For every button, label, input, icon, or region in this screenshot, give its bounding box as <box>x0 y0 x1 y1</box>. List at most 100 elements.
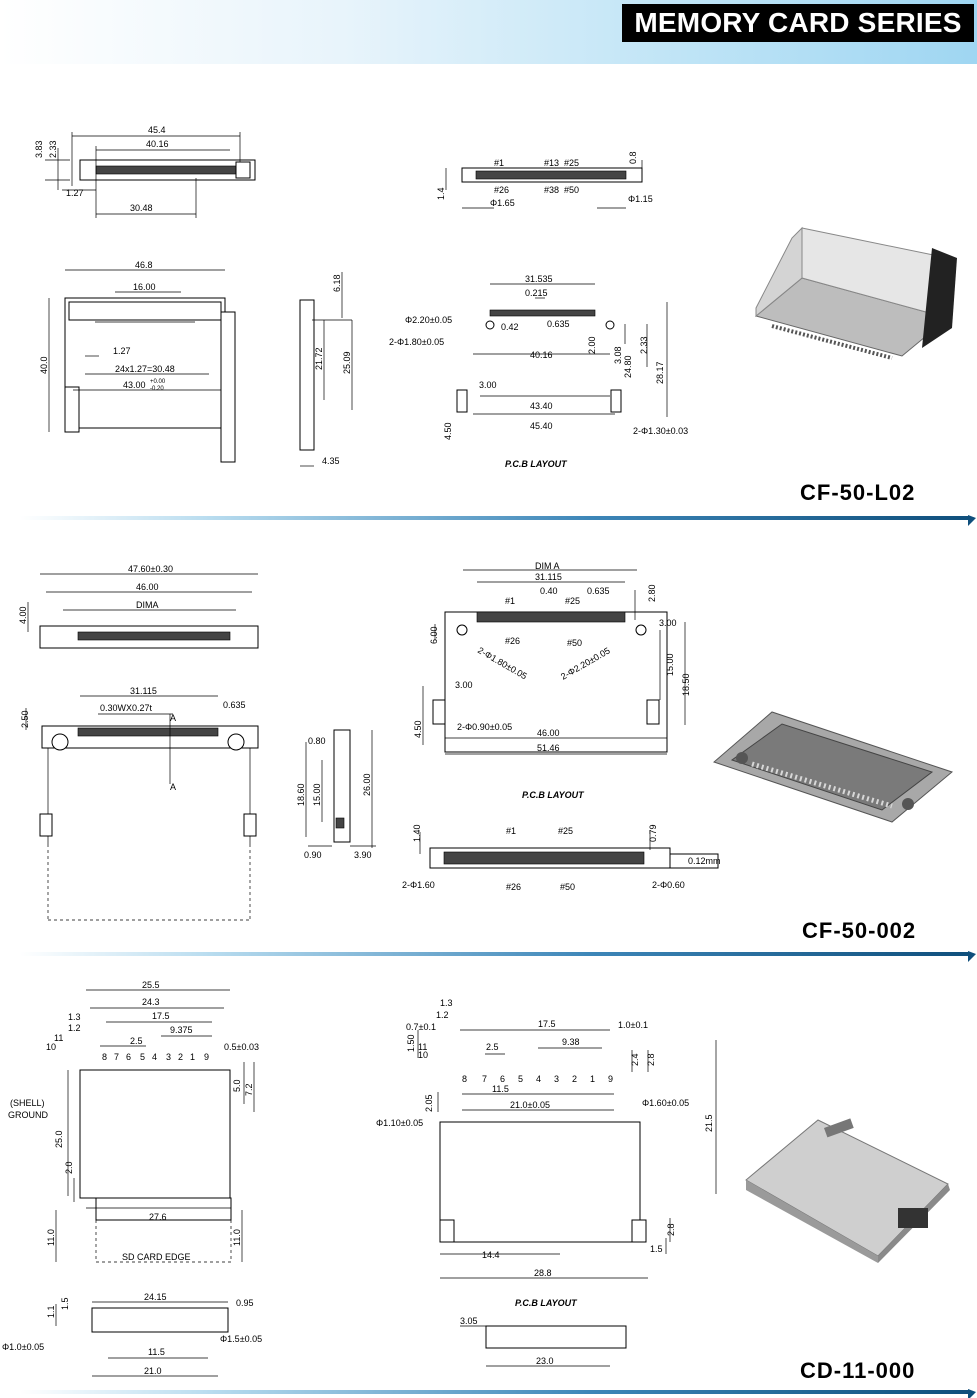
pin-number: 3 <box>554 1074 559 1084</box>
pin-number: 5 <box>518 1074 523 1084</box>
cd-product-photo <box>745 1118 950 1263</box>
dim-text: A <box>170 782 176 792</box>
dim-text: 0.635 <box>547 319 570 329</box>
dim-text: 2-Φ0.90±0.05 <box>457 722 512 732</box>
dim-text: 11.0 <box>232 1229 242 1246</box>
dim-text: 11.0 <box>46 1229 56 1246</box>
page-title: MEMORY CARD SERIES <box>622 4 974 42</box>
dim-text: 11.5 <box>148 1347 165 1357</box>
dim-text: 2.33 <box>639 336 649 354</box>
cf-002-pcb-layout-drawing: DIM A 31.115 0.40 0.635 2.80 #1 #25 3.00… <box>413 561 691 755</box>
dim-text: 2-Φ0.60 <box>652 880 685 890</box>
cf-l02-side-view-drawing: 6.18 21.72 25.09 4.35 <box>299 272 353 467</box>
pin-label: #13 <box>544 158 559 168</box>
section-divider <box>20 1389 976 1398</box>
dim-text: +0.00 <box>150 379 166 385</box>
cf-002-product-photo <box>713 711 954 823</box>
dim-text: 28.8 <box>534 1268 552 1278</box>
dim-text: Φ1.5±0.05 <box>220 1334 262 1344</box>
cf-002-side-view-drawing: 0.80 18.60 15.00 26.00 0.90 3.90 <box>296 729 376 860</box>
dim-text: 2.05 <box>424 1094 434 1112</box>
pcb-layout-label: P.C.B LAYOUT <box>522 790 584 800</box>
dim-text: 23.0 <box>536 1356 554 1366</box>
dim-text: A <box>170 713 176 723</box>
dim-text: 1.27 <box>66 188 84 198</box>
dim-text: 31.535 <box>525 274 553 284</box>
pin-number: 4 <box>536 1074 541 1084</box>
dim-text: (SHELL) <box>10 1098 45 1108</box>
dim-text: 0.95 <box>236 1298 254 1308</box>
pin-label: #25 <box>564 158 579 168</box>
dim-text: 1.1 <box>46 1305 56 1318</box>
dim-text: 3.83 <box>34 140 44 158</box>
pin-number: 7 <box>482 1074 487 1084</box>
dim-text: 11 <box>418 1042 427 1052</box>
dim-text: 0.7±0.1 <box>406 1022 436 1032</box>
dim-text: 7.2 <box>244 1083 254 1096</box>
pin-number: 5 <box>140 1052 145 1062</box>
dim-text: 0.40 <box>540 586 558 596</box>
dim-text: 0.215 <box>525 288 548 298</box>
dim-text: 2-Φ1.80±0.05 <box>389 337 444 347</box>
dim-text: DIMA <box>136 600 159 610</box>
dim-text: 15.00 <box>312 783 322 806</box>
dim-text: 2-Φ1.60 <box>402 880 435 890</box>
dim-text: 18.50 <box>681 673 691 696</box>
pin-number: 7 <box>114 1052 119 1062</box>
dim-text: 0.30WX0.27t <box>100 703 153 713</box>
cd-side-view-drawing: 3.05 23.0 <box>460 1316 627 1367</box>
dim-text: 51.46 <box>537 743 560 753</box>
dim-text: 0.80 <box>308 736 326 746</box>
dim-text: 0.79 <box>648 824 658 842</box>
pin-number: 2 <box>178 1052 183 1062</box>
dim-text: DIM A <box>535 561 560 571</box>
dim-text: 4.35 <box>322 456 340 466</box>
dim-text: 0.635 <box>587 586 610 596</box>
dim-text: 43.00 <box>123 380 146 390</box>
dim-text: -0.20 <box>150 386 164 392</box>
dim-text: 1.40 <box>412 824 422 842</box>
dim-text: 4.00 <box>18 606 28 624</box>
pin-label: #1 <box>506 826 516 836</box>
cd-front-view-drawing: 24.15 0.95 1.5 1.1 Φ1.0±0.05 Φ1.5±0.05 1… <box>2 1292 262 1377</box>
dim-text: 24.3 <box>142 997 160 1007</box>
dim-text: 27.6 <box>149 1212 167 1222</box>
dim-text: Φ1.65 <box>490 198 515 208</box>
dim-text: 15.00 <box>665 653 675 676</box>
dim-text: 0.12mm <box>688 856 721 866</box>
dim-text: 2.5 <box>486 1042 499 1052</box>
dim-text: 47.60±0.30 <box>128 564 173 574</box>
dim-text: 0.42 <box>501 322 519 332</box>
dim-text: 0.8 <box>628 151 638 164</box>
pin-label: #26 <box>505 636 520 646</box>
cf-l02-front-view-drawing: 46.8 16.00 1.27 24x1.27=30.48 43.00 +0.0… <box>39 260 236 463</box>
dim-text: 1.50 <box>406 1034 416 1052</box>
cf-002-front-view-drawing: 31.115 0.30WX0.27t A 0.635 2.50 A <box>20 686 259 921</box>
pin-label: #26 <box>506 882 521 892</box>
dim-text: 2.8 <box>646 1053 656 1066</box>
dim-text: 43.40 <box>530 401 553 411</box>
dim-text: SD CARD EDGE <box>122 1252 191 1262</box>
dim-text: 1.5 <box>650 1244 663 1254</box>
dim-text: 25.5 <box>142 980 160 990</box>
pin-label: #38 <box>544 185 559 195</box>
dim-text: 2.4 <box>630 1053 640 1066</box>
dim-text: 1.0±0.1 <box>618 1020 648 1030</box>
dim-text: 4.50 <box>443 422 453 440</box>
dim-text: 5.0 <box>232 1079 242 1092</box>
dim-text: 1.3 <box>68 1012 81 1022</box>
pin-number: 4 <box>152 1052 157 1062</box>
pin-label: #25 <box>558 826 573 836</box>
dim-text: 2-Φ1.30±0.03 <box>633 426 688 436</box>
dim-text: GROUND <box>8 1110 48 1120</box>
dim-text: 3.00 <box>659 618 677 628</box>
section-divider <box>20 951 976 962</box>
dim-text: 18.60 <box>296 783 306 806</box>
dim-text: 2.00 <box>587 336 597 354</box>
dim-text: 24.15 <box>144 1292 167 1302</box>
dim-text: 16.00 <box>133 282 156 292</box>
dim-text: 25.09 <box>342 351 352 374</box>
pin-number: 8 <box>102 1052 107 1062</box>
dim-text: 21.72 <box>314 347 324 370</box>
dim-text: Φ2.20±0.05 <box>405 315 452 325</box>
